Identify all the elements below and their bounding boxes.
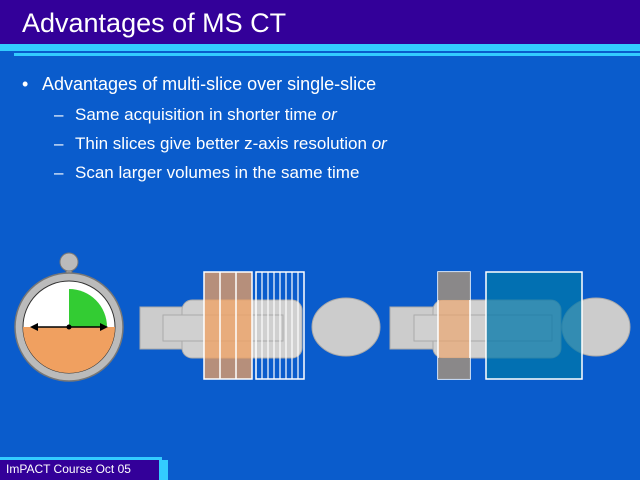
sub-bullet-text: Scan larger volumes in the same time [75,163,360,182]
sub-bullet-3: –Scan larger volumes in the same time [54,163,359,183]
footer-accent [162,460,168,480]
title-underline [0,44,640,51]
title-bar [0,0,640,44]
sub-bullet-text: Thin slices give better z-axis resolutio… [75,134,372,153]
dash-marker: – [54,105,64,124]
bullet-marker: • [22,74,29,94]
sub-bullet-text: Same acquisition in shorter time [75,105,322,124]
patient-phantom-left [139,271,381,380]
sub-bullet-2: –Thin slices give better z-axis resoluti… [54,134,387,154]
footer-box [0,457,162,480]
stopwatch-icon [14,252,124,382]
patient-phantom-right [389,271,631,380]
sub-bullet-1: –Same acquisition in shorter time or [54,105,337,125]
dash-marker: – [54,134,64,153]
dash-marker: – [54,163,64,182]
main-bullet: • Advantages of multi-slice over single-s… [22,74,376,95]
sub-bullet-emph: or [321,105,337,124]
main-bullet-text: Advantages of multi-slice over single-sl… [42,74,377,94]
footer-text: ImPACT Course Oct 05 [6,462,131,476]
slide-title: Advantages of MS CT [22,8,287,38]
title-underline-thin [14,53,640,56]
sub-bullet-emph: or [371,134,387,153]
